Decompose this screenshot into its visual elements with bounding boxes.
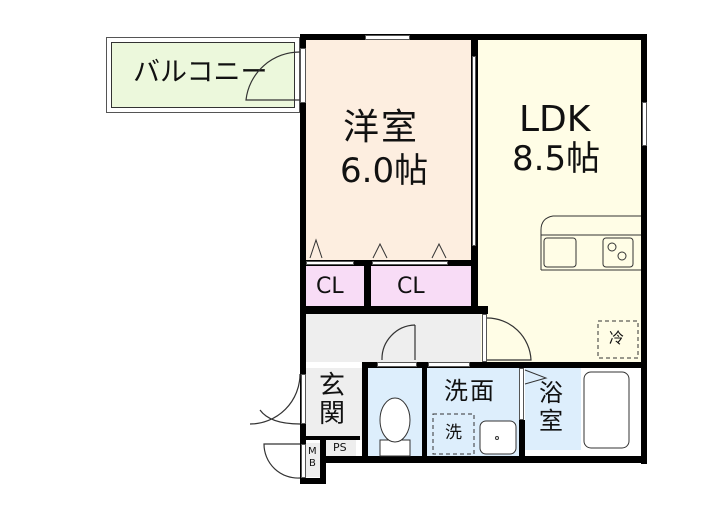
closet-1-label: CL xyxy=(316,274,344,299)
wall xyxy=(362,362,368,462)
washroom-label: 洗面 xyxy=(444,377,496,405)
closet-1 xyxy=(306,266,364,306)
mb-space xyxy=(306,443,320,477)
ldk-name: LDK xyxy=(519,99,591,140)
window xyxy=(300,48,306,103)
pipe-space-label: PS xyxy=(333,441,347,454)
western-room xyxy=(306,40,471,260)
bathroom-label-2: 室 xyxy=(539,407,563,435)
entrance-floor xyxy=(306,368,362,440)
hallway xyxy=(306,314,481,362)
wall xyxy=(641,34,647,464)
closet-door xyxy=(372,261,448,265)
wall xyxy=(364,260,371,306)
balcony xyxy=(106,37,300,113)
door xyxy=(377,362,417,367)
western-room-size: 6.0帖 xyxy=(340,151,429,191)
ps-space xyxy=(326,440,356,456)
wall xyxy=(519,420,525,462)
entrance-label-1: 玄 xyxy=(319,371,346,401)
bathroom-label-1: 浴 xyxy=(539,379,563,407)
door xyxy=(301,444,306,478)
balcony-label: バルコニー xyxy=(133,57,268,88)
ldk-size: 8.5帖 xyxy=(512,139,601,179)
sliding-door xyxy=(472,56,476,246)
door xyxy=(482,314,487,362)
ldk-room xyxy=(478,40,641,362)
closet-door xyxy=(306,261,354,265)
door xyxy=(519,368,524,420)
entrance-label-2: 関 xyxy=(319,399,346,429)
window xyxy=(642,102,647,146)
closet-2 xyxy=(371,266,471,306)
wall xyxy=(362,362,647,368)
wall xyxy=(300,306,488,314)
washer-label: 洗 xyxy=(445,423,462,443)
closet-2-label: CL xyxy=(397,274,425,299)
western-room-name: 洋室 xyxy=(343,107,420,148)
wall xyxy=(422,362,427,462)
wall xyxy=(320,456,647,463)
wall xyxy=(320,440,326,484)
meter-box-label-1: M xyxy=(308,446,317,457)
door xyxy=(428,362,470,367)
wall xyxy=(300,34,306,484)
wall xyxy=(300,436,360,440)
refrigerator-label: 冷 xyxy=(609,329,625,347)
door xyxy=(301,374,306,424)
wall xyxy=(300,478,326,484)
window xyxy=(365,35,410,40)
meter-box-label-2: B xyxy=(309,458,316,469)
